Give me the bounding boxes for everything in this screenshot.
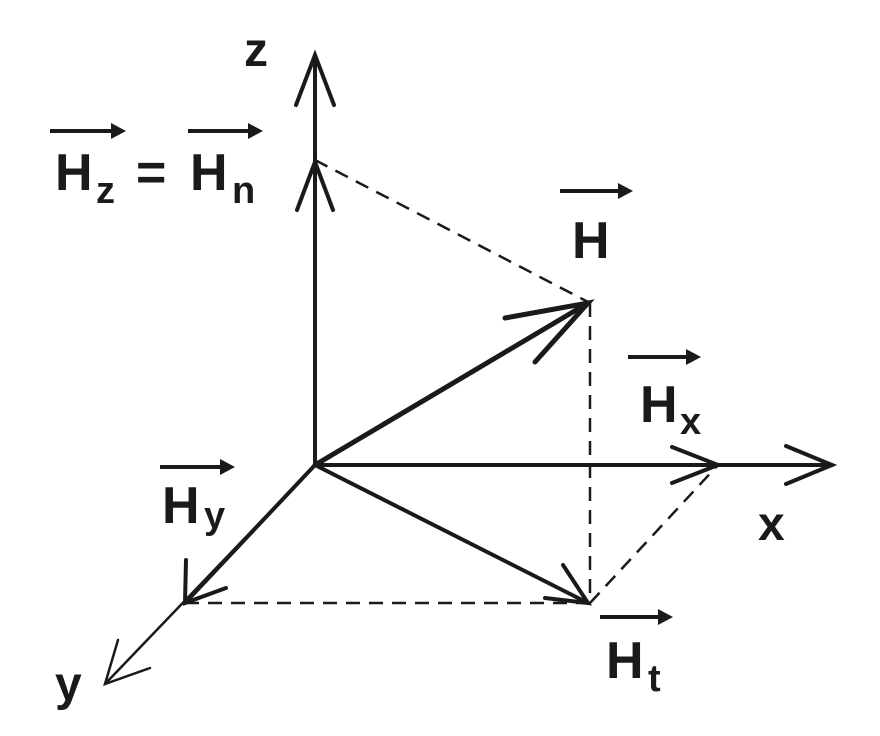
z-axis-label: z [244,24,268,77]
label-hn-sub: n [232,170,255,212]
label-hn-base: H [190,144,228,202]
vector-hx [670,445,724,485]
label-ht: H t [600,609,673,700]
vector-hz-arrowhead [295,156,335,212]
vector-ht-arrowhead [543,563,593,606]
vector-h [312,299,595,468]
label-hx-sub: x [680,401,701,443]
x-axis [313,444,838,486]
label-hx: H x [628,349,701,443]
vector-hy-arrowhead [182,558,228,606]
label-hz-sub: z [96,170,115,212]
over-arrow-icon [600,609,673,625]
label-hy: H y [160,459,235,537]
over-arrow-icon [50,123,126,139]
z-axis-arrowhead [294,49,336,107]
vector-hx-arrowhead [670,445,724,485]
vector-ht [313,463,593,606]
vector-hy-line [183,463,317,605]
over-arrow-icon [560,183,633,199]
vector-h-line [312,300,591,468]
label-hy-sub: y [204,495,225,537]
x-axis-arrowhead [784,444,838,486]
label-hz-equals-hn: H z = H n [50,123,263,212]
label-hn: H n [188,123,263,212]
label-hz-base: H [55,144,93,202]
vector-hz [295,156,335,467]
vector-h-arrowhead [502,299,595,365]
construction-lines [185,158,719,605]
label-hz: H z [50,123,126,212]
label-ht-base: H [606,632,644,690]
label-h: H [560,183,633,270]
over-arrow-icon [160,459,235,475]
dashed-hz-to-h [314,158,591,305]
label-equals: = [136,144,166,202]
dashed-ht-to-hx [589,464,719,604]
over-arrow-icon [188,123,263,139]
vector-ht-line [313,463,590,605]
vector-hy [182,463,317,606]
label-hx-base: H [640,376,678,434]
label-h-base: H [572,212,610,270]
x-axis-label: x [758,498,785,551]
y-axis-arrowhead [103,638,152,687]
label-ht-sub: t [648,658,661,700]
over-arrow-icon [628,349,701,365]
label-hy-base: H [162,477,200,535]
y-axis-label: y [55,658,82,711]
